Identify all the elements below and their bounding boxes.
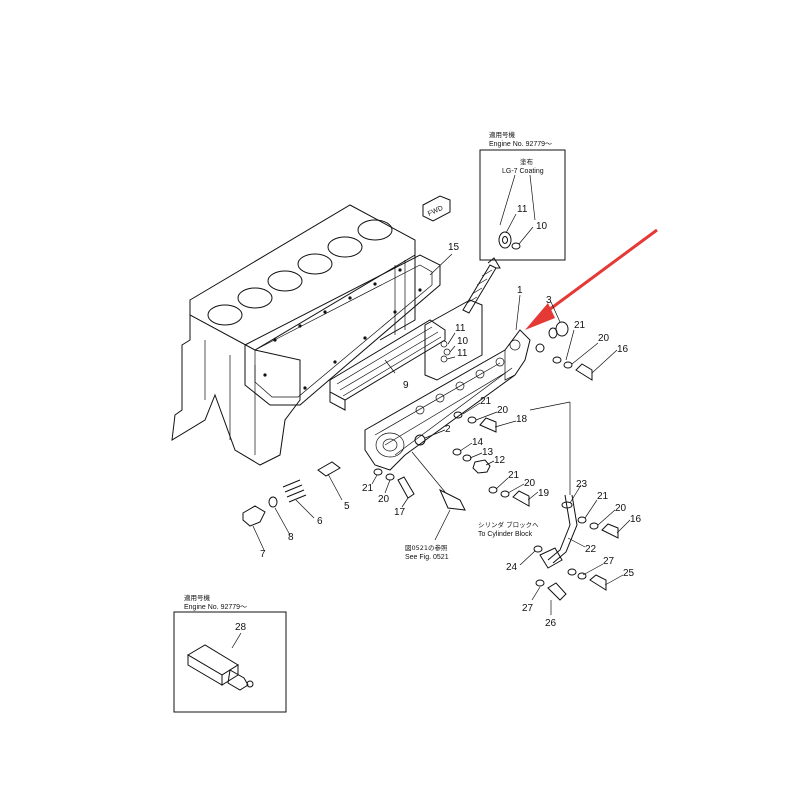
inset-top-callout-11: 11 [517, 204, 528, 215]
tube-22 [519, 401, 586, 569]
callout-12: 12 [494, 455, 506, 466]
oil-cooler-cover-1 [364, 294, 531, 471]
inset-top-engine-label: Engine No. 92779～ [489, 141, 552, 148]
callout-8: 8 [288, 532, 294, 543]
bolt-25-group [567, 563, 624, 591]
inset-top-coating-label: LG-7 Coating [502, 168, 544, 175]
callout-20-a: 20 [598, 333, 610, 344]
callout-7: 7 [260, 549, 266, 560]
callout-sub-11a: 11 [455, 323, 466, 334]
bolt-19-group [488, 477, 539, 507]
inset-top: 適用号機 Engine No. 92779～ 塗布 LG-7 Coating 1… [479, 130, 566, 261]
callout-16-a: 16 [617, 344, 629, 355]
callout-21-b: 21 [480, 396, 492, 407]
red-indicator-arrow [525, 228, 658, 330]
to-cylinder-label: To Cylinder Block [478, 531, 533, 538]
engine-block [171, 204, 416, 466]
see-fig-jp: 図0521の参照 [405, 543, 448, 552]
callout-24: 24 [506, 562, 518, 573]
inset-bottom-engine-label: Engine No. 92779～ [184, 604, 247, 611]
callout-27-a: 27 [603, 556, 615, 567]
inset-bottom-applies-jp: 適用号機 [184, 593, 211, 602]
callout-labels: 15 1 3 21 20 16 9 21 20 18 2 14 13 12 21… [260, 242, 642, 629]
callout-20-d: 20 [615, 503, 627, 514]
callout-5: 5 [344, 501, 350, 512]
callout-6: 6 [317, 516, 323, 527]
callout-sub-11b: 11 [457, 348, 468, 359]
sub-inset-o-rings: 11 10 11 [424, 299, 483, 381]
callout-sub-10: 10 [457, 336, 469, 347]
relief-valve-parts [242, 461, 343, 551]
inset-top-coating-jp: 塗布 [520, 157, 534, 166]
callout-15: 15 [448, 242, 460, 253]
callout-22: 22 [585, 544, 597, 555]
bolt-16-upper [552, 329, 618, 381]
callout-20-e: 20 [378, 494, 390, 505]
callout-25: 25 [623, 568, 635, 579]
callout-9: 9 [403, 380, 409, 391]
bolt-16-lower [577, 499, 631, 539]
inset-bottom-callout-28: 28 [235, 622, 247, 633]
callout-19: 19 [538, 488, 550, 499]
bolt-18-group [453, 402, 517, 433]
callout-17: 17 [394, 507, 406, 518]
callout-14: 14 [472, 437, 484, 448]
callout-18: 18 [516, 414, 528, 425]
callout-21-a: 21 [574, 320, 586, 331]
callout-26: 26 [545, 618, 557, 629]
to-cylinder-jp: シリンダ ブロックへ [478, 520, 539, 529]
bolt-17-group [371, 468, 415, 508]
callout-13: 13 [482, 447, 494, 458]
inset-top-callout-10: 10 [536, 221, 548, 232]
bolt-26-group [531, 579, 567, 615]
see-fig-label: See Fig. 0521 [405, 554, 449, 561]
callout-21-c: 21 [508, 470, 520, 481]
see-fig-note: 図0521の参照 See Fig. 0521 [405, 543, 449, 561]
callout-3: 3 [546, 295, 552, 306]
oil-cooler-element-9 [329, 319, 446, 411]
callout-2: 2 [445, 424, 451, 435]
callout-1: 1 [517, 285, 523, 296]
inset-bottom: 適用号機 Engine No. 92779～ 28 [173, 593, 287, 713]
pressure-switch [411, 451, 466, 541]
callout-20-c: 20 [524, 478, 536, 489]
callout-23: 23 [576, 479, 588, 490]
plug-3 [535, 301, 569, 353]
callout-27-b: 27 [522, 603, 534, 614]
to-cylinder-block-note: シリンダ ブロックへ To Cylinder Block [478, 520, 539, 538]
callout-16-b: 16 [630, 514, 642, 525]
callout-21-e: 21 [362, 483, 374, 494]
callout-20-b: 20 [497, 405, 509, 416]
gasket-15 [244, 253, 453, 406]
callout-21-d: 21 [597, 491, 609, 502]
fwd-tag: FWD [422, 195, 451, 222]
parts-2-14-13-12 [414, 429, 495, 474]
inset-top-applies-jp: 適用号機 [489, 130, 516, 139]
